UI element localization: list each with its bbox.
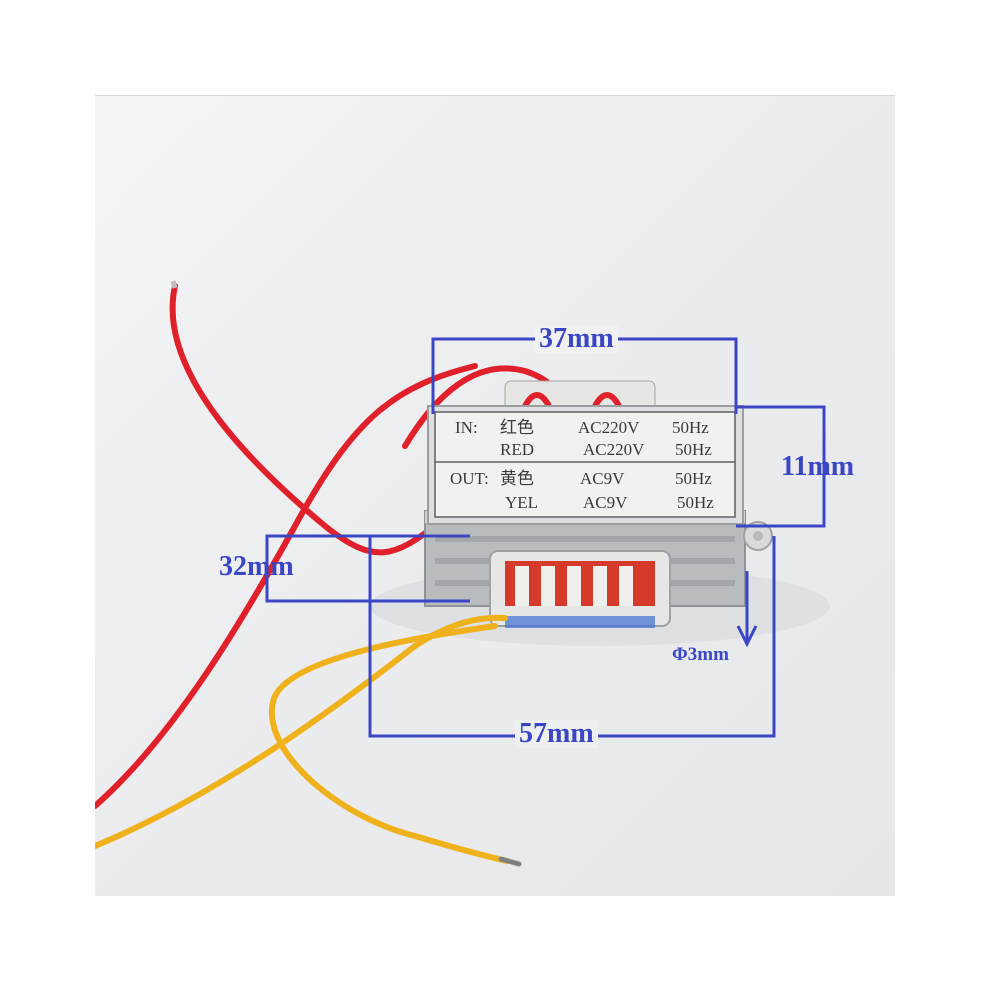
nameplate-in-voltage-2: AC220V [583,440,645,459]
nameplate-out-color-cn: 黄色 [500,469,534,488]
dimension-hole-label: Φ3mm [672,644,729,665]
nameplate-in-color-cn: 红色 [500,418,534,437]
nameplate-in-color-en: RED [500,440,534,459]
nameplate-out-freq: 50Hz [675,469,712,488]
transformer-illustration [95,280,830,867]
nameplate-out-voltage: AC9V [580,469,625,488]
nameplate-out-color-en: YEL [505,493,539,512]
nameplate-in-label: IN: [455,418,478,437]
yellow-wire-2 [268,623,510,864]
nameplate-in-freq: 50Hz [672,418,709,437]
red-wire-2 [95,363,478,809]
red-wire-tip [170,280,178,289]
dimension-length-label: 57mm [515,720,598,748]
nameplate-out-voltage-2: AC9V [583,493,628,512]
yellow-wire [95,614,508,849]
product-photo: IN: 红色 AC220V 50Hz RED AC220V 50Hz OUT: … [95,95,895,896]
nameplate-out-freq-2: 50Hz [677,493,714,512]
dimension-depth-label: 32mm [219,551,294,582]
nameplate-in-freq-2: 50Hz [675,440,712,459]
dimension-width-label: 37mm [535,325,618,353]
nameplate-in-voltage: AC220V [578,418,640,437]
dimension-height-label: 11mm [781,451,855,482]
nameplate-out-label: OUT: [450,469,489,488]
